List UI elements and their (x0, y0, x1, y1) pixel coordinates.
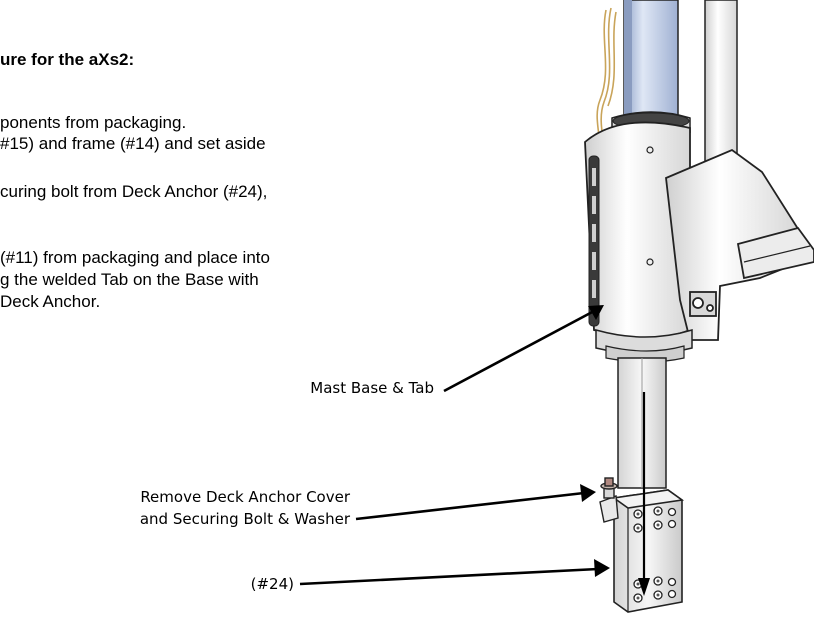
callout-arrows (299, 305, 610, 586)
step-text-6: Deck Anchor. (0, 292, 101, 311)
deck-anchor (611, 489, 685, 613)
mast-base-tube (617, 357, 667, 489)
step-text-3: curing bolt from Deck Anchor (#24), (0, 182, 268, 201)
securing-bolt-and-washer (599, 477, 619, 523)
mast-tube (623, 0, 679, 119)
step-text-5: g the welded Tab on the Base with (0, 270, 259, 289)
deck-anchor-callout-line1: Remove Deck Anchor Cover (140, 488, 350, 506)
alignment-arrow (638, 392, 650, 596)
step-text-2: #15) and frame (#14) and set aside (0, 134, 266, 153)
step-text-4: (#11) from packaging and place into (0, 248, 270, 267)
deck-anchor-callout-line2: and Securing Bolt & Washer (139, 510, 350, 528)
mast-base-callout: Mast Base & Tab (310, 379, 434, 397)
procedure-heading: ure for the aXs2: (0, 50, 135, 69)
actuator-box (665, 148, 814, 341)
step-text-1: ponents from packaging. (0, 113, 187, 132)
actuator-rod (704, 0, 738, 169)
part-number-callout: (#24) (250, 575, 294, 593)
